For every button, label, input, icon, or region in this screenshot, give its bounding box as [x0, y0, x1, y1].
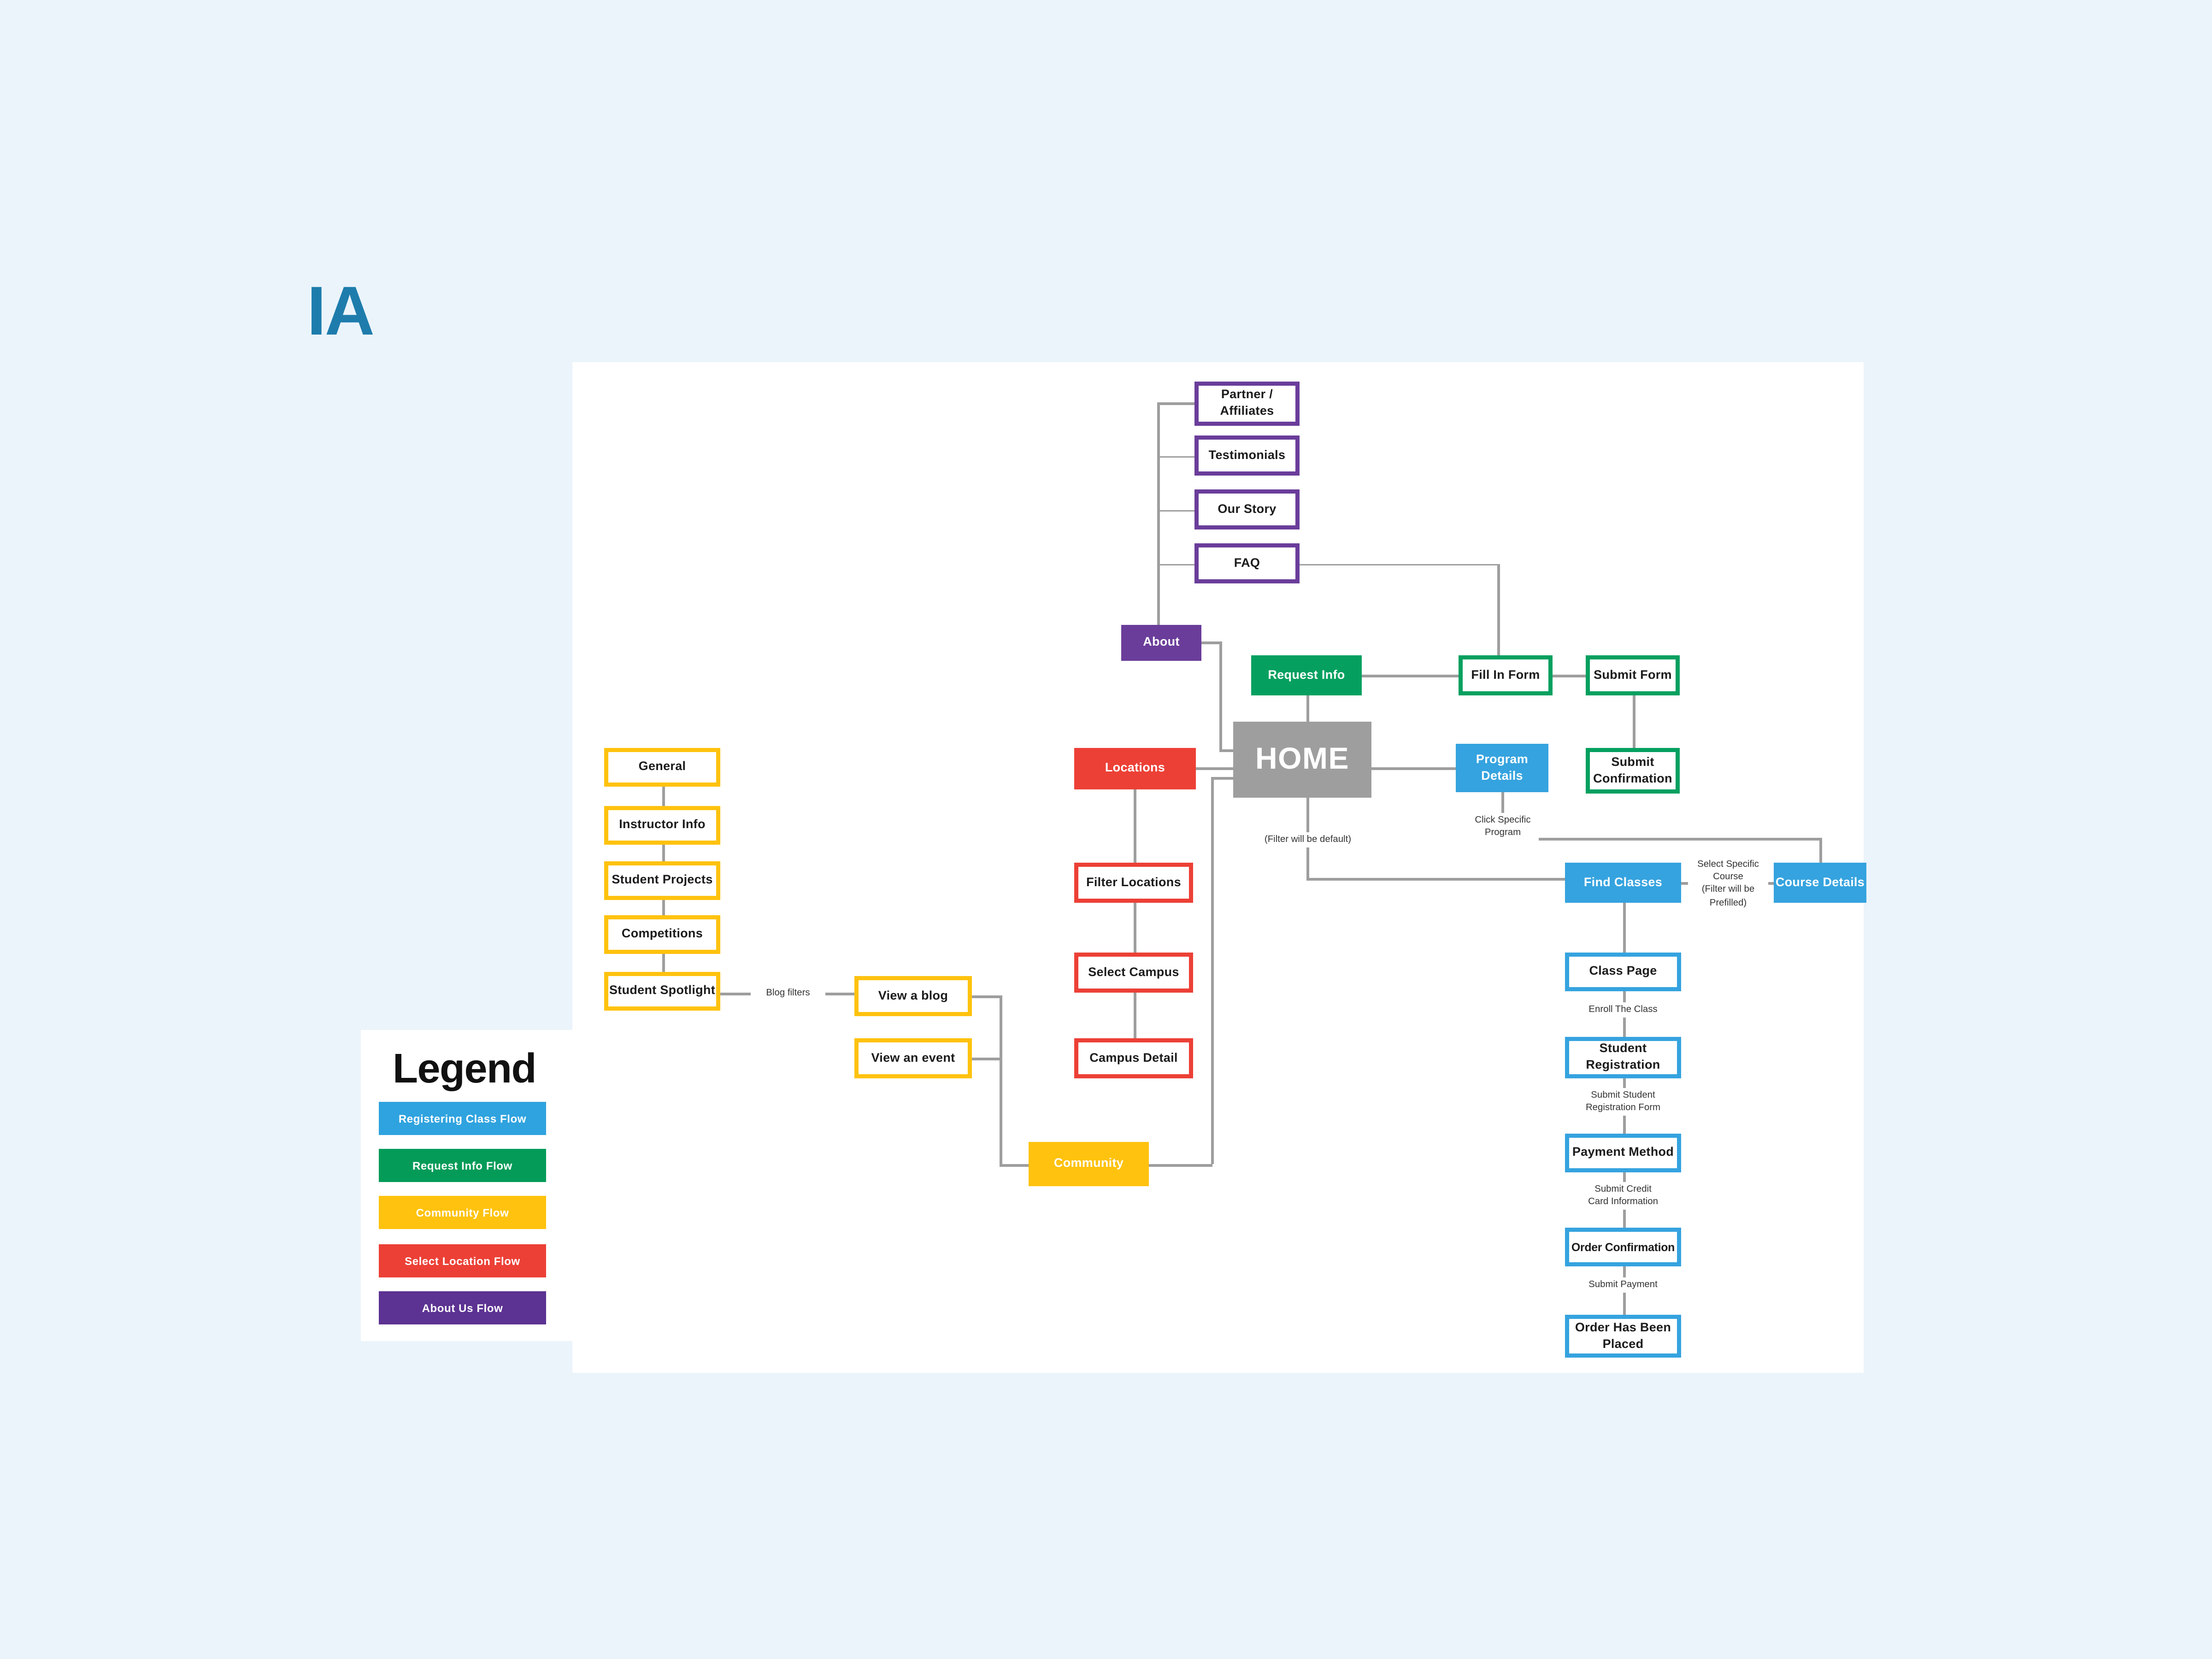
node-faq[interactable]: FAQ [1194, 543, 1300, 583]
node-home[interactable]: HOME [1233, 722, 1371, 798]
connector-line [1000, 1164, 1029, 1166]
node-fill-in-form[interactable]: Fill In Form [1459, 655, 1553, 695]
connector-line [1501, 838, 1819, 840]
node-submit-confirmation[interactable]: Submit Confirmation [1586, 748, 1680, 794]
node-student-projects[interactable]: Student Projects [604, 861, 720, 900]
node-competitions[interactable]: Competitions [604, 915, 720, 954]
connector-line [1000, 995, 1002, 1164]
node-campus-detail[interactable]: Campus Detail [1074, 1038, 1193, 1078]
connector-line [1497, 563, 1500, 655]
node-view-a-blog[interactable]: View a blog [854, 976, 972, 1016]
connector-line [1300, 563, 1497, 565]
connector-line [1362, 675, 1459, 677]
connector-line [1196, 767, 1233, 770]
connector-line [1201, 641, 1219, 644]
annotation-select-specific-course: Select Specific Course (Filter will be P… [1688, 857, 1768, 911]
node-locations[interactable]: Locations [1074, 748, 1196, 789]
legend-item-community-flow: Community Flow [379, 1196, 546, 1229]
node-select-campus[interactable]: Select Campus [1074, 953, 1193, 993]
connector-line [1219, 749, 1233, 752]
node-about[interactable]: About [1121, 625, 1201, 661]
connector-line [1157, 402, 1194, 405]
connector-line [1633, 695, 1635, 748]
connector-line [1157, 402, 1159, 626]
connector-line [1623, 903, 1625, 953]
node-partner-affiliates[interactable]: Partner / Affiliates [1194, 382, 1300, 426]
connector-line [972, 995, 1000, 998]
annotation-click-specific-program: Click Specific Program [1467, 813, 1539, 841]
node-payment-method[interactable]: Payment Method [1565, 1134, 1681, 1172]
legend-item-about-us-flow: About Us Flow [379, 1291, 546, 1324]
node-testimonials[interactable]: Testimonials [1194, 435, 1300, 476]
node-community[interactable]: Community [1029, 1142, 1149, 1186]
connector-line [1134, 789, 1136, 863]
connector-line [1157, 455, 1194, 458]
connector-line [1134, 903, 1136, 953]
connector-line [1211, 777, 1233, 779]
connector-line [662, 954, 665, 972]
node-find-classes[interactable]: Find Classes [1565, 863, 1681, 903]
node-request-info[interactable]: Request Info [1251, 655, 1362, 695]
page-title: IA [307, 272, 375, 350]
legend-panel: Legend Registering Class Flow Request In… [361, 1030, 572, 1341]
node-course-details[interactable]: Course Details [1774, 863, 1866, 903]
node-order-has-been-placed[interactable]: Order Has Been Placed [1565, 1315, 1681, 1358]
node-submit-form[interactable]: Submit Form [1586, 655, 1680, 695]
legend-title: Legend [393, 1047, 537, 1092]
annotation-submit-student-registration: Submit Student Registration Form [1565, 1088, 1681, 1117]
node-student-spotlight[interactable]: Student Spotlight [604, 972, 720, 1011]
node-general[interactable]: General [604, 748, 720, 787]
node-instructor-info[interactable]: Instructor Info [604, 806, 720, 845]
connector-line [1157, 509, 1194, 512]
legend-item-request-info-flow: Request Info Flow [379, 1149, 546, 1182]
connector-line [1306, 695, 1309, 722]
connector-line [972, 1058, 1000, 1060]
legend-item-registering-class-flow: Registering Class Flow [379, 1102, 546, 1135]
annotation-filter-default: (Filter will be default) [1248, 832, 1367, 848]
connector-line [1219, 641, 1222, 749]
node-order-confirmation[interactable]: Order Confirmation [1565, 1228, 1681, 1266]
connector-line [1149, 1164, 1212, 1166]
node-our-story[interactable]: Our Story [1194, 489, 1300, 529]
connector-line [1819, 838, 1822, 863]
connector-line [1211, 777, 1213, 1164]
annotation-enroll-the-class: Enroll The Class [1568, 1002, 1678, 1018]
connector-line [662, 787, 665, 806]
connector-line [1371, 767, 1456, 770]
connector-line [662, 900, 665, 915]
connector-line [1134, 993, 1136, 1038]
connector-line [1157, 563, 1194, 565]
connector-line [1553, 675, 1586, 677]
node-student-registration[interactable]: Student Registration [1565, 1037, 1681, 1078]
node-class-page[interactable]: Class Page [1565, 953, 1681, 991]
connector-line [1306, 878, 1565, 880]
annotation-submit-payment: Submit Payment [1565, 1277, 1681, 1293]
annotation-blog-filters: Blog filters [751, 986, 825, 1001]
legend-item-select-location-flow: Select Location Flow [379, 1244, 546, 1277]
connector-line [662, 845, 665, 861]
annotation-submit-credit-card: Submit Credit Card Information [1565, 1182, 1681, 1211]
node-program-details[interactable]: Program Details [1456, 744, 1548, 792]
node-filter-locations[interactable]: Filter Locations [1074, 863, 1193, 903]
node-view-an-event[interactable]: View an event [854, 1038, 972, 1078]
